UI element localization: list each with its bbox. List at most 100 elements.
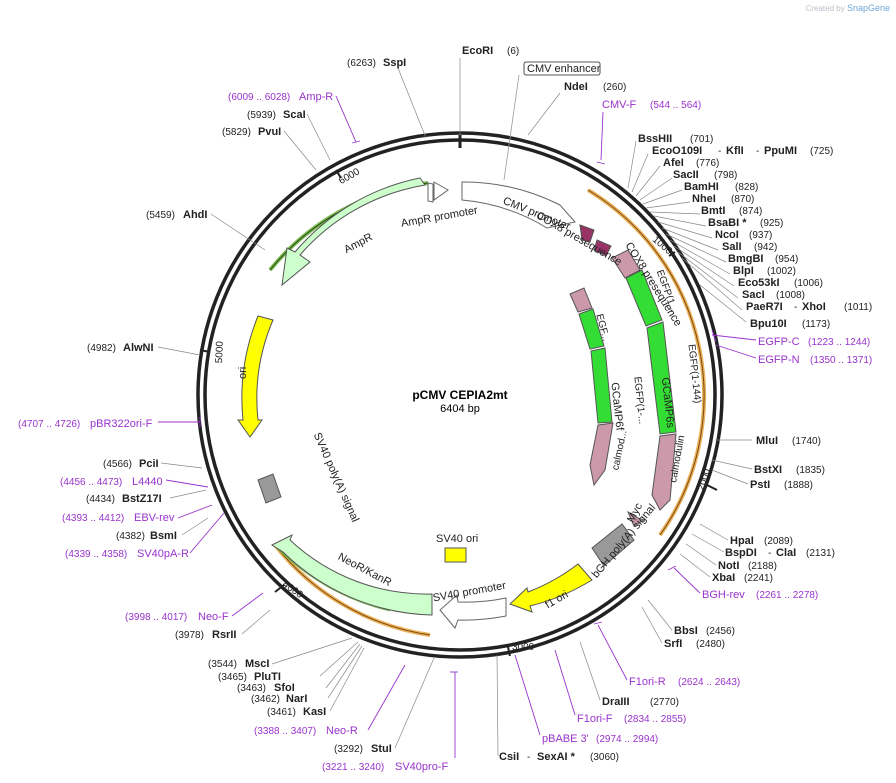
svg-text:(6263): (6263) [347,58,376,69]
svg-text:(1888): (1888) [784,480,813,491]
neor-arrow [270,533,433,616]
site-ecori: EcoRI(6) [462,45,519,57]
site-psti: PstI (1888) [750,479,813,491]
site-bsabi: BsaBI *(925) [708,217,783,229]
site-noti: NotI(2188) [718,560,777,572]
primer-neo-f: (3998 .. 4017)Neo-F [125,611,229,623]
svg-text:EcoRI: EcoRI [462,45,493,57]
svg-text:(2261 .. 2278): (2261 .. 2278) [756,590,818,601]
site-ndei: NdeI(260) [564,81,626,93]
svg-text:(942): (942) [754,242,777,253]
site-leaders [157,58,753,757]
ori-label: ori [237,367,249,379]
svg-text:(798): (798) [714,170,737,181]
svg-text:(4434): (4434) [86,494,115,505]
svg-text:(2188): (2188) [748,561,777,572]
ampr-arrow [281,177,426,287]
primer-egfp-n: EGFP-N(1350 .. 1371) [758,354,872,366]
site-bstz17i: (4434)BstZ17I [86,493,162,505]
svg-text:Bpu10I: Bpu10I [750,318,787,330]
svg-text:SacI: SacI [742,289,765,301]
svg-text:SV40pro-F: SV40pro-F [395,761,448,773]
site-alwni: (4982)AlwNI [87,342,154,354]
svg-text:SacII: SacII [673,169,699,181]
primer-neo-r: (3388 .. 3407)Neo-R [254,725,358,737]
site-hpai: HpaI(2089) [730,535,793,547]
svg-text:(4382): (4382) [116,531,145,542]
svg-text:Neo-F: Neo-F [198,611,229,623]
cmv-enhancer-label: CMV enhancer [527,63,601,75]
site-bsshii: BssHII(701) [638,133,713,145]
svg-text:CMV-F: CMV-F [602,99,637,111]
svg-text:(2624 .. 2643): (2624 .. 2643) [678,677,740,688]
svg-text:DraIII: DraIII [602,696,630,708]
primers: CMV-F (544 .. 564) EGFP-C(1223 .. 1244) E… [18,91,872,773]
svg-text:-: - [718,146,721,157]
svg-text:PciI: PciI [139,458,159,470]
site-bmti: BmtI(874) [701,205,762,217]
svg-text:(954): (954) [775,254,798,265]
svg-text:(3463): (3463) [237,683,266,694]
svg-text:(260): (260) [603,82,626,93]
svg-text:-: - [794,302,797,313]
site-bmgbi: BmgBI(954) [728,253,798,265]
site-sacii: SacII (798) [673,169,737,181]
svg-text:-: - [756,146,759,157]
site-pcii: (4566) PciI [103,458,159,470]
site-saci: SacI (1008) [742,289,805,301]
svg-text:NheI: NheI [692,193,716,205]
bgh-polya-box [591,523,635,567]
svg-text:(874): (874) [739,206,762,217]
gcamp6f-pink-top [569,287,593,313]
svg-text:BGH-rev: BGH-rev [702,589,745,601]
svg-text:(2456): (2456) [706,626,735,637]
svg-text:SrfI: SrfI [664,638,682,650]
primer-cmv-f: CMV-F (544 .. 564) [602,99,701,111]
svg-text:EBV-rev: EBV-rev [134,512,175,524]
svg-text:(1008): (1008) [776,290,805,301]
site-nari: (3462) NarI [251,693,307,705]
calmodulin-arrow [651,433,677,511]
svg-text:(2834 .. 2855): (2834 .. 2855) [624,714,686,725]
svg-text:F1ori-F: F1ori-F [577,713,613,725]
svg-text:pBR322ori-F: pBR322ori-F [90,418,153,430]
svg-text:(3388 .. 3407): (3388 .. 3407) [254,726,316,737]
svg-text:(3462): (3462) [251,694,280,705]
svg-text:PstI: PstI [750,479,770,491]
svg-text:Amp-R: Amp-R [299,91,333,103]
tick-5000: 5000 [214,340,226,363]
site-blpi: BlpI(1002) [733,265,796,277]
svg-text:(544 .. 564): (544 .. 564) [650,100,701,111]
primer-egfp-c: EGFP-C(1223 .. 1244) [758,336,870,348]
svg-text:(4566): (4566) [103,459,132,470]
svg-text:SspI: SspI [383,57,406,69]
site-kasi: (3461)KasI [267,706,326,718]
svg-text:EGFP-N: EGFP-N [758,354,800,366]
svg-text:(1223 .. 1244): (1223 .. 1244) [808,337,870,348]
svg-text:(1006): (1006) [794,278,823,289]
site-msci: (3544)MscI [208,658,269,670]
site-xbai: XbaI(2241) [712,572,773,584]
myc-box [626,510,646,527]
svg-text:F1ori-R: F1ori-R [629,676,666,688]
svg-text:KasI: KasI [303,706,326,718]
ampr-label: AmpR [342,231,375,256]
gcamp6s-label: GCaMP6s [659,377,676,429]
primer-bgh-rev: BGH-rev (2261 .. 2278) [702,589,818,601]
svg-text:PvuI: PvuI [258,126,281,138]
site-bamhi: BamHI(828) [684,181,758,193]
cox8-arrow-2 [593,239,612,257]
sv40-ori-label: SV40 ori [436,533,478,545]
svg-text:SfoI: SfoI [274,682,295,694]
site-bpu10i: Bpu10I(1173) [750,318,830,330]
svg-text:MscI: MscI [245,658,269,670]
calmod-partial-arrow [589,422,614,487]
sv40-ori-box [444,547,467,563]
svg-text:BlpI: BlpI [733,265,754,277]
site-ecoo109i: EcoO109I-KflI-PpuMI(725) [652,145,833,157]
tick-3000: 3000 [512,642,535,653]
primer-sv40pro-f: (3221 .. 3240)SV40pro-F [322,761,448,773]
svg-text:HpaI: HpaI [730,535,754,547]
svg-text:NarI: NarI [286,693,307,705]
sv40-polya-label: SV40 poly(A) signal [311,431,361,524]
